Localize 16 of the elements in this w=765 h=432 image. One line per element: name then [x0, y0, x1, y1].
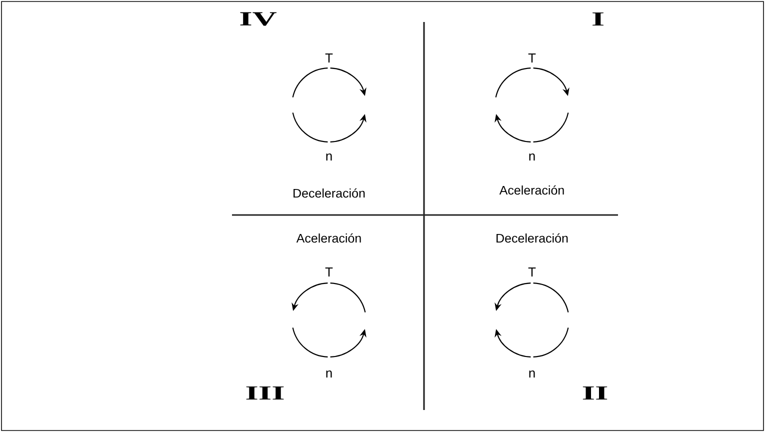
variable-label: n: [326, 370, 332, 378]
mode-label: Aceleración: [296, 233, 361, 243]
variable-label: T: [325, 54, 333, 62]
variable-label: n: [529, 154, 535, 160]
variable-label: T: [528, 54, 536, 62]
variable-label: T: [528, 268, 536, 276]
variable-label: n: [529, 370, 535, 378]
mode-label: Aceleración: [499, 185, 564, 195]
variable-label: T: [325, 268, 333, 276]
variable-label: n: [326, 154, 332, 160]
quadrant-number: III: [246, 386, 284, 400]
mode-label: Deceleración: [294, 188, 365, 198]
quadrant-number: II: [582, 386, 608, 400]
quadrant-number: I: [592, 12, 604, 26]
mode-label: Deceleración: [496, 233, 568, 243]
quadrant-number: IV: [240, 12, 276, 26]
